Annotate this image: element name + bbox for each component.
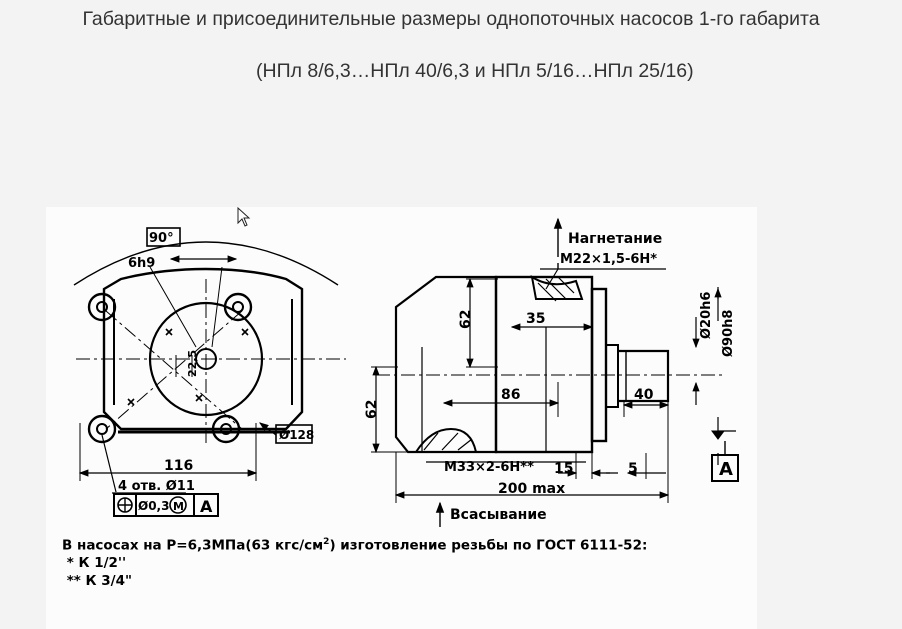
label-suction: Всасывание xyxy=(450,507,547,523)
label-datum-ref: A xyxy=(200,497,213,516)
side-view-labels: Нагнетание M22×1,5-6H* 62 35 62 86 40 Ø2… xyxy=(364,231,736,523)
label-shaft-diameter: Ø20h6 xyxy=(699,292,714,339)
label-tolerance: Ø0,3 xyxy=(138,499,169,513)
front-view-labels: 90° 6h9 22,5 Ø128 116 4 отв. Ø11 Ø0,3 M … xyxy=(118,231,314,516)
label-key: 6h9 xyxy=(128,256,155,271)
note-line-3: ** К 3/4" xyxy=(62,573,133,589)
label-dim-62-left: 62 xyxy=(364,400,380,419)
label-dim-40: 40 xyxy=(634,387,654,403)
side-view xyxy=(371,217,739,527)
label-dim-86: 86 xyxy=(501,387,520,403)
label-diameter-outer: Ø128 xyxy=(279,428,314,442)
label-dim-35: 35 xyxy=(526,311,545,327)
label-dim-62-top: 62 xyxy=(458,310,474,329)
label-dim-15: 15 xyxy=(554,461,573,477)
note-line-1: В насосах на Р=6,3МПа(63 кгс/см2) изгото… xyxy=(62,537,648,554)
label-key-height: 22,5 xyxy=(186,350,199,377)
page-title: Габаритные и присоединительные размеры о… xyxy=(82,8,820,30)
pump-dimension-drawing: 90° 6h9 22,5 Ø128 116 4 отв. Ø11 Ø0,3 M … xyxy=(46,207,757,629)
label-discharge-thread: M22×1,5-6H* xyxy=(560,252,657,267)
label-length-max: 200 max xyxy=(498,481,565,497)
label-holes: 4 отв. Ø11 xyxy=(118,479,195,494)
label-dim-5: 5 xyxy=(628,461,638,477)
label-discharge: Нагнетание xyxy=(568,231,662,247)
front-view xyxy=(73,227,346,517)
label-tolerance-modifier: M xyxy=(173,500,184,513)
label-pilot-diameter: Ø90h8 xyxy=(721,310,736,357)
note-line-2: * К 1/2'' xyxy=(62,555,127,571)
mouse-pointer-icon xyxy=(237,207,251,227)
label-suction-thread: M33×2-6H** xyxy=(444,460,534,475)
label-angle: 90° xyxy=(149,231,174,246)
page-subtitle: (НПл 8/6,3…НПл 40/6,3 и НПл 5/16…НПл 25/… xyxy=(256,60,694,82)
label-datum: A xyxy=(719,459,733,480)
label-width: 116 xyxy=(164,458,193,474)
drawing-canvas: 90° 6h9 22,5 Ø128 116 4 отв. Ø11 Ø0,3 M … xyxy=(73,217,739,527)
